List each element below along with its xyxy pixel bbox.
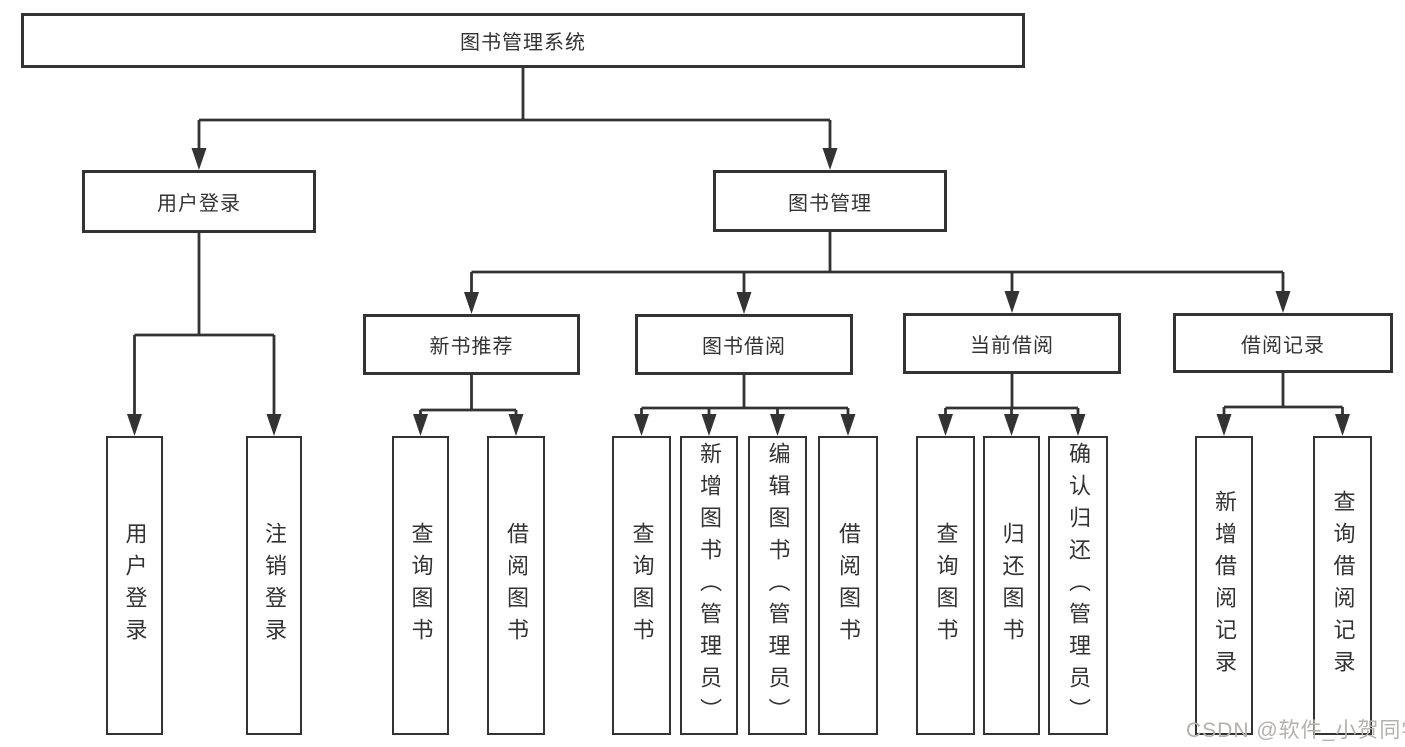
arrowhead	[1216, 414, 1232, 436]
node-cb-confirm: 确认归还（管理员）	[1048, 436, 1108, 735]
node-nb-borrow: 借阅图书	[487, 436, 545, 735]
node-label-nb-query: 查询图书	[408, 521, 434, 650]
node-bb-borrow: 借阅图书	[818, 436, 878, 735]
arrowhead	[840, 414, 856, 436]
arrowhead	[508, 414, 524, 436]
node-label-current-borrow: 当前借阅	[970, 335, 1054, 357]
node-cb-query: 查询图书	[916, 436, 975, 735]
arrowhead	[464, 292, 479, 314]
node-label-cb-query: 查询图书	[933, 521, 959, 650]
node-label-logout: 注销登录	[262, 521, 287, 650]
node-label-root: 图书管理系统	[460, 32, 586, 54]
node-bb-add: 新增图书（管理员）	[680, 436, 738, 735]
arrowhead	[1004, 414, 1019, 436]
node-label-br-query: 查询借阅记录	[1330, 489, 1356, 682]
arrowhead	[413, 414, 428, 436]
node-label-new-book: 新书推荐	[429, 336, 514, 358]
node-br-add: 新增借阅记录	[1195, 436, 1253, 735]
arrowhead	[736, 292, 752, 314]
node-label-bb-query: 查询图书	[629, 521, 655, 650]
arrowhead	[1070, 414, 1086, 436]
node-logout: 注销登录	[246, 436, 302, 735]
node-label-book-borrow: 图书借阅	[702, 336, 786, 358]
node-label-bb-borrow: 借阅图书	[836, 521, 861, 650]
arrowhead	[266, 414, 282, 436]
node-nb-query: 查询图书	[392, 436, 449, 735]
arrowhead	[1004, 291, 1020, 313]
node-current-borrow: 当前借阅	[903, 313, 1121, 374]
node-borrow-records: 借阅记录	[1173, 313, 1393, 373]
arrowhead	[822, 148, 838, 170]
node-bb-query: 查询图书	[612, 436, 671, 735]
node-label-login: 用户登录	[157, 193, 241, 215]
arrowhead	[634, 414, 649, 436]
node-br-query: 查询借阅记录	[1313, 436, 1372, 735]
node-label-bb-add: 新增图书（管理员）	[697, 441, 722, 730]
arrowhead	[938, 414, 953, 436]
node-new-book: 新书推荐	[363, 314, 580, 375]
arrowhead	[701, 414, 717, 436]
node-label-bb-edit: 编辑图书（管理员）	[765, 441, 791, 730]
node-bb-edit: 编辑图书（管理员）	[748, 436, 807, 735]
node-book-borrow: 图书借阅	[635, 314, 853, 375]
arrowhead	[1275, 291, 1291, 313]
node-root: 图书管理系统	[21, 13, 1025, 68]
arrowhead	[770, 414, 785, 436]
node-label-user-login: 用户登录	[122, 521, 148, 650]
node-cb-return: 归还图书	[983, 436, 1040, 735]
node-label-br-add: 新增借阅记录	[1212, 489, 1237, 682]
node-login: 用户登录	[82, 170, 316, 233]
node-label-cb-confirm: 确认归还（管理员）	[1066, 441, 1091, 730]
arrowhead	[1335, 414, 1350, 436]
node-mgmt: 图书管理	[713, 170, 947, 232]
node-label-cb-return: 归还图书	[999, 521, 1025, 650]
node-label-borrow-records: 借阅记录	[1241, 334, 1325, 357]
arrowhead	[191, 148, 207, 170]
node-label-nb-borrow: 借阅图书	[504, 521, 529, 650]
node-user-login: 用户登录	[106, 436, 163, 735]
arrowhead	[127, 414, 142, 436]
watermark: CSDN @软件_小贺同学	[1186, 719, 1405, 742]
node-label-mgmt: 图书管理	[788, 192, 872, 215]
